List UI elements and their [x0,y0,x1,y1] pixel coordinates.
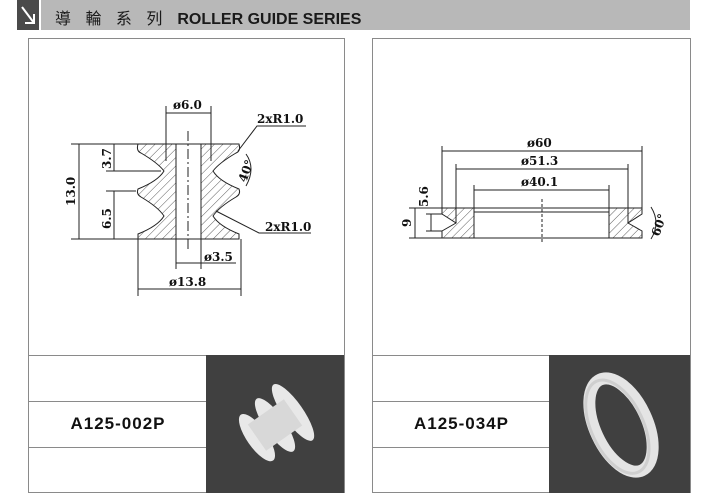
header-bar: 導 輪 系 列 ROLLER GUIDE SERIES [41,0,690,30]
arrow-down-right-icon [17,0,39,30]
dim-angle: 40° [236,158,257,184]
product-code: A125-002P [70,414,166,433]
title-en: ROLLER GUIDE SERIES [177,11,362,28]
dim-radius-top: 2xR1.0 [257,112,303,126]
dim-groove1: 3.7 [100,148,114,169]
dim-outer: ø13.8 [169,275,206,289]
roller-image [238,383,315,462]
product-code: A125-034P [413,414,509,433]
product-card-a125-002p: ø6.0 2xR1.0 40° 13.0 3.7 6.5 2xR1.0 ø3.5… [28,38,345,493]
product-photo [206,355,344,493]
divider [373,447,550,448]
divider [373,401,550,402]
dim-groove2: 6.5 [100,208,114,229]
ring-image [583,372,659,478]
dim-radius-bottom: 2xR1.0 [265,220,311,234]
divider [29,447,207,448]
technical-drawing: ø60 ø51.3 ø40.1 9 5.6 60° [400,136,670,243]
dim-groove-depth: 5.6 [417,186,431,207]
page-title: 導 輪 系 列 ROLLER GUIDE SERIES [55,5,361,29]
divider [373,355,550,356]
dim-bore-top: ø6.0 [173,98,202,112]
dim-height: 9 [400,219,414,227]
technical-drawing: ø6.0 2xR1.0 40° 13.0 3.7 6.5 2xR1.0 ø3.5… [64,98,311,296]
product-card-a125-034p: ø60 ø51.3 ø40.1 9 5.6 60° A125-034P [372,38,691,493]
product-photo [549,355,690,493]
dim-outer: ø60 [527,136,552,150]
dim-groove: ø51.3 [521,154,558,168]
divider [29,355,207,356]
title-zh: 導 輪 系 列 [55,11,168,28]
dim-bore: ø3.5 [204,250,233,264]
dim-height: 13.0 [64,177,78,206]
dim-inner: ø40.1 [521,175,558,189]
divider [29,401,207,402]
dim-angle: 60° [649,212,670,238]
